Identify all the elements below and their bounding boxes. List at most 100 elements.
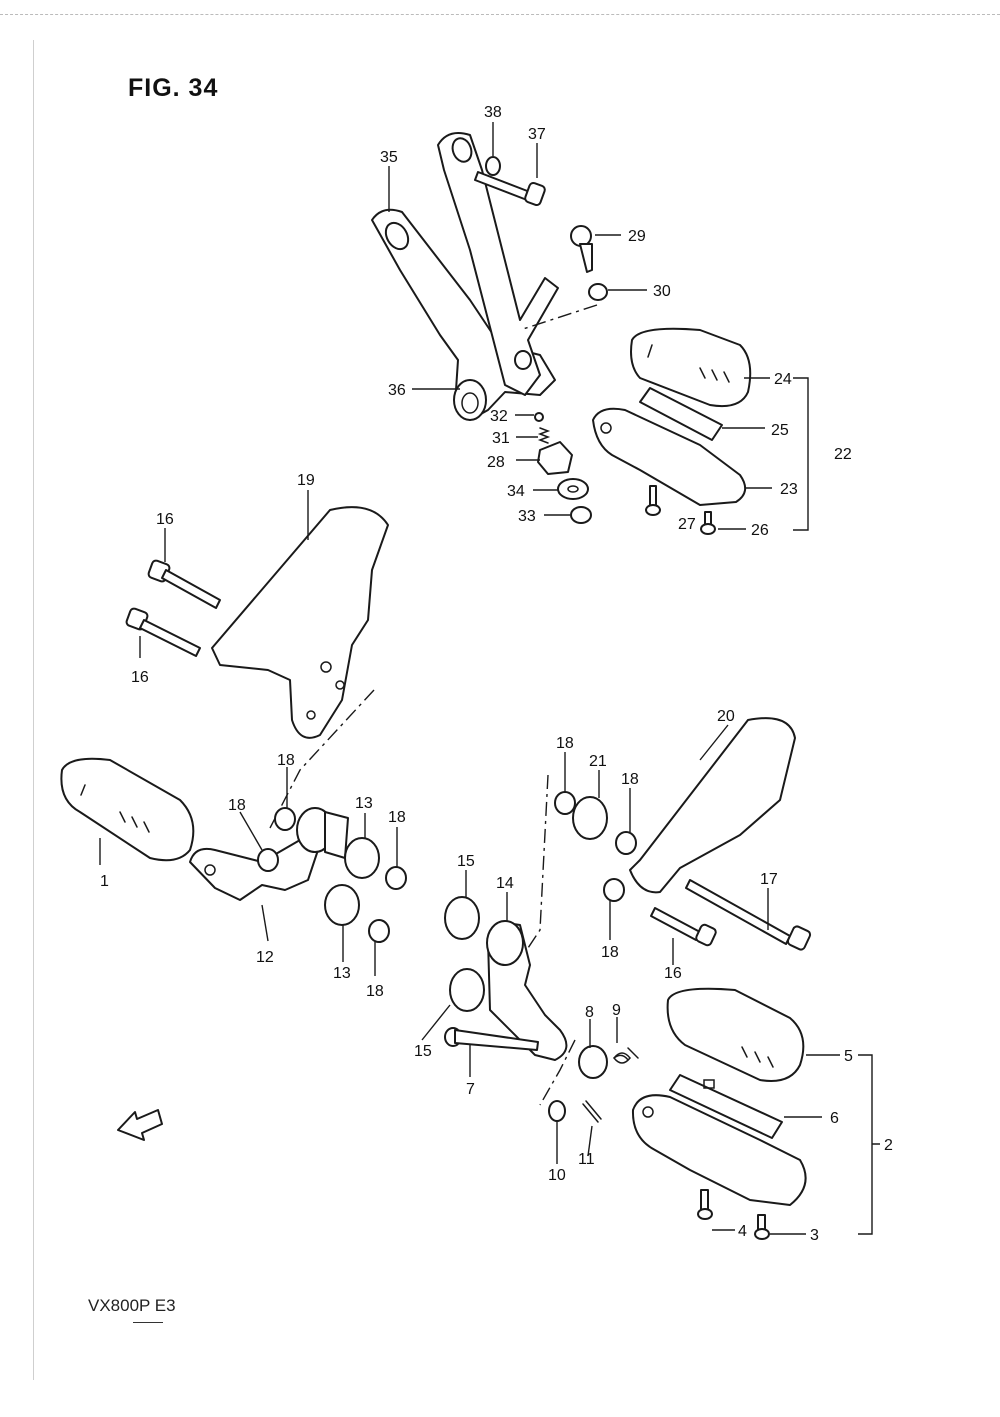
bushing-15-upper [444,896,480,940]
callout-28: 28 [487,454,505,471]
callout-22: 22 [834,446,852,463]
screw-3 [754,1214,770,1240]
callout-36: 36 [388,382,406,399]
callout-18-d: 18 [366,983,384,1000]
ball-32 [534,412,544,422]
scan-left-border [33,40,34,1380]
spacer-21 [572,796,608,840]
washer-18-d [368,919,390,943]
callout-3: 3 [810,1227,819,1244]
assembly-line-30 [519,304,598,331]
callout-8: 8 [585,1004,594,1021]
bushing-13-upper [296,807,349,859]
assembly-line-19 [269,689,375,829]
callout-13-lower: 13 [333,965,351,982]
callout-16-right: 16 [664,965,682,982]
washer-18-f [615,831,637,855]
screw-4 [697,1189,713,1220]
callout-12: 12 [256,949,274,966]
callout-11: 11 [578,1151,595,1168]
bolt-29 [570,225,593,273]
callout-38: 38 [484,104,502,121]
model-code-underline [133,1322,163,1323]
footpeg-1 [60,757,195,862]
callout-20: 20 [717,708,735,725]
callout-6: 6 [830,1110,839,1127]
screw-27 [645,485,661,516]
callout-9: 9 [612,1002,621,1019]
washer-18-e [554,791,576,815]
assembly-line-pin [539,1039,576,1106]
callout-13-upper: 13 [355,795,373,812]
assembly-line-right [519,774,549,961]
callout-18-c: 18 [388,809,406,826]
washer-30 [588,283,608,301]
callout-16-mid: 16 [131,669,149,686]
footpeg-bracket-2 [631,1094,807,1206]
pin-7 [444,1027,539,1051]
nut-33 [570,506,592,524]
figure-title: FIG. 34 [128,74,219,102]
callout-labels: 1 2 3 4 5 6 7 8 9 10 11 12 13 13 14 15 1… [100,104,893,1244]
callout-32: 32 [490,408,508,425]
bolt-16-right [650,907,717,947]
callout-35: 35 [380,149,398,166]
cotter-pin-11 [582,1100,602,1123]
callout-18-b: 18 [228,797,246,814]
callout-5: 5 [844,1048,853,1065]
washer-34 [557,478,589,500]
callout-18-a: 18 [277,752,295,769]
bracket-2 [858,1054,880,1235]
screw-26 [700,511,716,535]
bracket-22 [793,377,809,531]
footpeg-rubber-5 [666,987,805,1082]
callout-17: 17 [760,871,778,888]
callout-18-g: 18 [601,944,619,961]
callout-15-lower: 15 [414,1043,432,1060]
washer-18-c [385,866,407,890]
washer-18-b [274,807,296,831]
bushing-13-lower [324,884,360,926]
callout-34: 34 [507,483,525,500]
callout-14: 14 [496,875,514,892]
callout-19: 19 [297,472,315,489]
washer-18-g [603,878,625,902]
fwd-arrow-icon: FWD [117,1109,163,1141]
callout-2: 2 [884,1137,893,1154]
callout-23: 23 [780,481,798,498]
callout-10: 10 [548,1167,566,1184]
callout-1: 1 [100,873,109,890]
footpeg-rubber-24 [630,327,752,408]
callout-29: 29 [628,228,646,245]
heel-guard-20 [629,717,796,894]
plate-25 [639,387,723,441]
callout-25: 25 [771,422,789,439]
callout-21: 21 [589,753,607,770]
scan-top-border [0,14,1000,15]
callout-27: 27 [678,516,696,533]
model-code: VX800P E3 [88,1296,176,1315]
washer-10 [548,1100,566,1122]
callout-18-e: 18 [556,735,574,752]
bolt-16-upper [147,559,221,609]
spring-9 [612,1047,639,1064]
spring-31 [537,427,551,444]
callout-15-upper: 15 [457,853,475,870]
bracket-12 [189,839,319,901]
callout-24: 24 [774,371,792,388]
callout-31: 31 [492,430,510,447]
plate-6 [669,1074,783,1139]
holder-28 [537,441,573,475]
bushing-13-right [344,837,380,879]
bolt-17 [685,879,812,951]
footpeg-bracket-23 [592,407,747,506]
callout-4: 4 [738,1223,747,1240]
washer-38 [485,156,501,176]
bushing-15-lower [449,968,485,1012]
washer-18-a [257,848,279,872]
callout-26: 26 [751,522,769,539]
bushing-8 [578,1045,608,1079]
rear-bracket-35 [371,132,559,421]
callout-7: 7 [466,1081,475,1098]
